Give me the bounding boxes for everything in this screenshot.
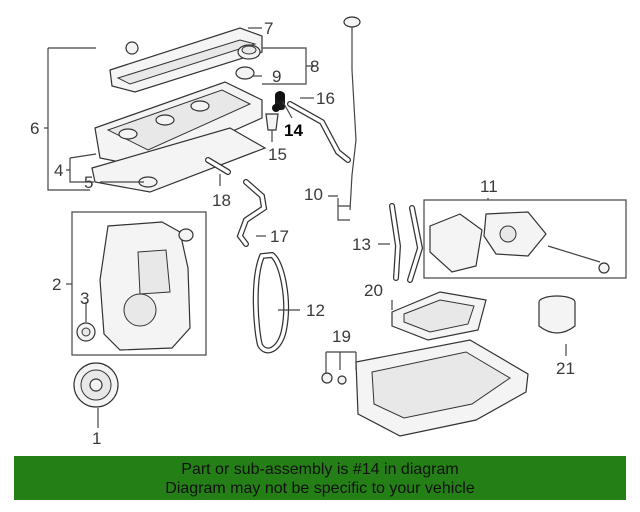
callout-20: 20 (364, 281, 383, 300)
callout-7: 7 (264, 19, 273, 38)
callout-6: 6 (30, 119, 39, 138)
oil-pump-frame (423, 199, 627, 279)
pcv-hose (236, 179, 268, 247)
oil-pan (355, 339, 529, 437)
callout-labels: 1 2 3 4 5 6 7 8 9 10 11 12 13 14 15 16 1… (30, 19, 575, 448)
callout-8: 8 (310, 57, 319, 76)
callout-2: 2 (52, 275, 61, 294)
crank-seal (76, 322, 96, 342)
timing-chain (252, 251, 290, 354)
dipstick (343, 16, 361, 211)
drain-bolt (321, 372, 347, 385)
oil-filler-cap (237, 44, 261, 60)
timing-cover (99, 221, 194, 351)
callout-19: 19 (332, 327, 351, 346)
callout-11: 11 (480, 177, 498, 196)
callout-4: 4 (54, 161, 63, 180)
callout-14: 14 (284, 121, 303, 140)
callout-9: 9 (272, 67, 281, 86)
parts-diagram: 1 2 3 4 5 6 7 8 9 10 11 12 13 14 15 16 1… (30, 16, 627, 448)
callout-1: 1 (92, 429, 101, 448)
banner-line-1: Part or sub-assembly is #14 in diagram (181, 461, 459, 478)
callout-18: 18 (212, 191, 231, 210)
leader-lines (44, 27, 567, 428)
valve-cover-assembly (91, 27, 267, 193)
callout-3: 3 (80, 289, 89, 308)
callout-12: 12 (306, 301, 325, 320)
callout-16: 16 (316, 89, 335, 108)
callout-5: 5 (84, 173, 93, 192)
callout-13: 13 (352, 235, 371, 254)
callout-15: 15 (268, 145, 287, 164)
oil-pump (429, 211, 610, 274)
breather-hose (205, 157, 231, 175)
callout-21: 21 (556, 359, 575, 378)
cap-seal (235, 66, 255, 80)
banner-line-2: Diagram may not be specific to your vehi… (165, 480, 475, 497)
oil-filter (538, 295, 576, 334)
info-banner: Part or sub-assembly is #14 in diagram D… (14, 456, 626, 500)
callout-10: 10 (304, 185, 323, 204)
grommet (265, 113, 279, 131)
callout-17: 17 (270, 227, 289, 246)
dipstick-tube (287, 101, 351, 163)
crankshaft-pulley (73, 362, 119, 408)
pcv-valve-part-14 (272, 91, 285, 112)
chain-guide (389, 203, 424, 283)
baffle-plate (391, 291, 487, 341)
